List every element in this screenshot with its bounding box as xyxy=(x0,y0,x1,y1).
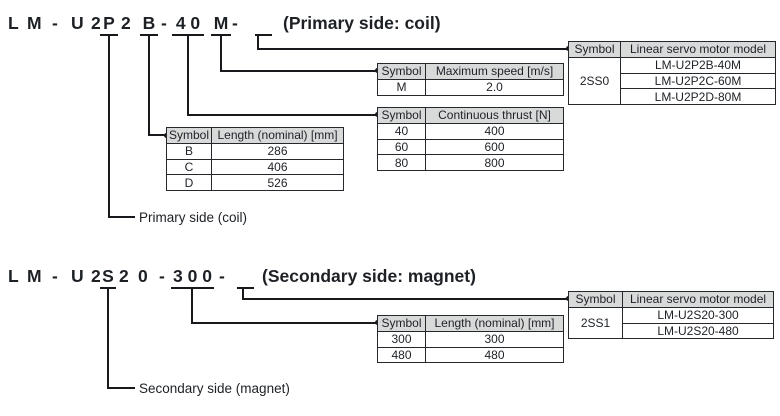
table-cell: 300 xyxy=(425,330,564,348)
connector-line xyxy=(107,387,135,389)
connector-line xyxy=(187,35,189,116)
model-char: 2 xyxy=(91,266,101,286)
connector-line xyxy=(187,114,378,116)
table-cell: 40 xyxy=(377,122,426,140)
model-cell: LM-U2S20-480 xyxy=(622,322,774,340)
model-cell: LM-U2P2B-40M xyxy=(620,56,776,74)
model-char: M xyxy=(211,13,231,36)
model-char: L xyxy=(8,13,19,33)
connector-line xyxy=(148,134,168,136)
column-header: Symbol xyxy=(377,315,426,332)
model-char: 2 xyxy=(91,13,101,33)
table-cell: D xyxy=(165,174,213,192)
connector-line xyxy=(220,35,222,72)
column-header: Linear servo motor model xyxy=(620,41,776,58)
model-char: P xyxy=(100,13,118,36)
table-cell: 526 xyxy=(211,174,345,192)
model-char: 2 xyxy=(121,13,131,33)
primary-side-label: Primary side (coil) xyxy=(139,210,248,225)
table-cell: 80 xyxy=(377,154,426,172)
connector-line xyxy=(257,48,569,50)
table-cell: 406 xyxy=(211,158,345,176)
column-header: Length (nominal) [mm] xyxy=(211,127,345,144)
blank-digit-placeholder xyxy=(255,13,272,36)
symbol-cell: 2SS0 xyxy=(568,56,621,106)
model-cell: LM-U2S20-300 xyxy=(622,306,774,324)
model-char: 2 xyxy=(119,266,129,286)
symbol-cell: 2SS1 xyxy=(568,306,623,340)
connector-line xyxy=(242,289,244,300)
model-char: - xyxy=(161,13,167,33)
model-char: - xyxy=(159,266,165,286)
column-header: Symbol xyxy=(377,107,426,124)
connector-line xyxy=(191,322,378,324)
table-cell: 286 xyxy=(211,142,345,160)
connector-line xyxy=(257,36,259,50)
table-cell: 800 xyxy=(425,154,564,172)
model-char: 4 0 xyxy=(172,13,204,36)
table-cell: 2.0 xyxy=(425,78,564,96)
column-header: Symbol xyxy=(377,63,426,80)
model-cell: LM-U2P2D-80M xyxy=(620,88,776,106)
blank-digit-placeholder xyxy=(237,266,254,289)
table-cell: C xyxy=(165,158,213,176)
model-char: S xyxy=(100,266,116,289)
primary-caption: (Primary side: coil) xyxy=(283,13,441,33)
table-cell: 400 xyxy=(425,122,564,140)
column-header: Linear servo motor model xyxy=(622,291,774,308)
connector-line xyxy=(108,35,110,218)
table-cell: B xyxy=(165,142,213,160)
model-char: M xyxy=(27,266,42,286)
secondary-caption: (Secondary side: magnet) xyxy=(262,266,476,286)
table-cell: 480 xyxy=(377,346,426,364)
connector-line xyxy=(148,35,150,136)
model-char: - xyxy=(232,13,238,33)
secondary-side-label: Secondary side (magnet) xyxy=(139,381,290,396)
connector-line xyxy=(191,288,193,324)
model-char: B xyxy=(140,13,158,36)
table-cell: 480 xyxy=(425,346,564,364)
model-char: - xyxy=(52,266,58,286)
model-char: M xyxy=(27,13,42,33)
connector-line xyxy=(108,216,135,218)
model-char: - xyxy=(52,13,58,33)
model-char: 0 xyxy=(138,266,148,286)
column-header: Maximum speed [m/s] xyxy=(425,63,564,80)
model-char: L xyxy=(8,266,19,286)
column-header: Symbol xyxy=(165,127,213,144)
connector-line xyxy=(242,298,569,300)
table-cell: M xyxy=(377,78,426,96)
column-header: Symbol xyxy=(568,291,623,308)
table-cell: 600 xyxy=(425,138,564,156)
model-cell: LM-U2P2C-60M xyxy=(620,72,776,90)
model-char: - xyxy=(219,266,225,286)
table-cell: 300 xyxy=(377,330,426,348)
model-char: U xyxy=(71,266,84,286)
model-char: U xyxy=(71,13,84,33)
column-header: Length (nominal) [mm] xyxy=(425,315,564,332)
column-header: Symbol xyxy=(568,41,621,58)
connector-line xyxy=(107,288,109,389)
column-header: Continuous thrust [N] xyxy=(425,107,564,124)
model-char: 3 0 0 xyxy=(171,266,214,289)
connector-line xyxy=(220,70,378,72)
table-cell: 60 xyxy=(377,138,426,156)
